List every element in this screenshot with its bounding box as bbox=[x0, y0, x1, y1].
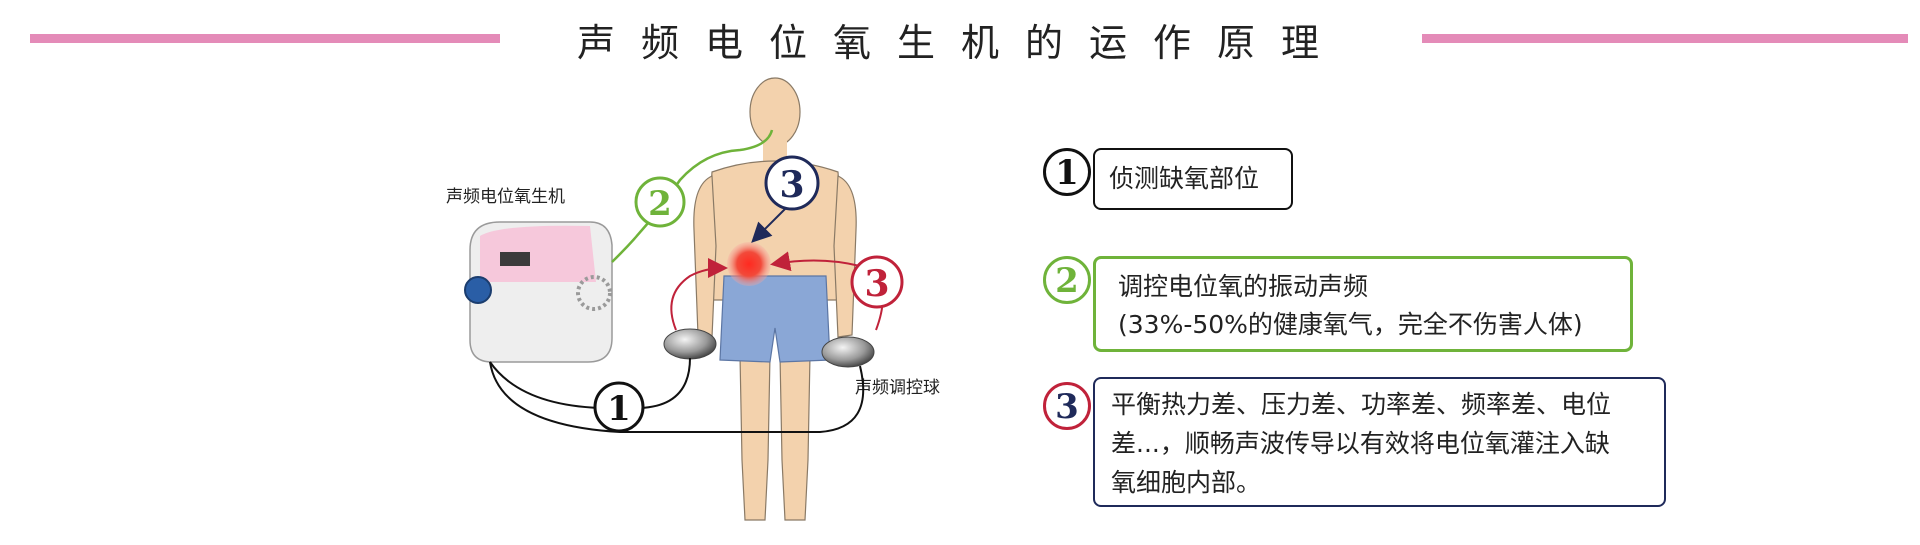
oxygen-tube bbox=[611, 129, 774, 263]
oxygen-deficiency-hotspot bbox=[727, 242, 771, 286]
control-ball-right bbox=[821, 336, 875, 368]
svg-text:3: 3 bbox=[864, 263, 889, 305]
svg-text:1: 1 bbox=[607, 389, 631, 429]
step-3-line-2: 差...，顺畅声波传导以有效将电位氧灌注入缺 bbox=[1111, 429, 1610, 458]
step-1-box: 侦测缺氧部位 bbox=[1093, 148, 1293, 210]
badge-2: 2 bbox=[634, 176, 686, 228]
step-2-number: 2 bbox=[1043, 256, 1091, 304]
step-2-line-1: 调控电位氧的振动声频 bbox=[1118, 272, 1369, 301]
badge-3-red: 3 bbox=[850, 255, 904, 309]
step-3-box: 平衡热力差、压力差、功率差、频率差、电位 差...，顺畅声波传导以有效将电位氧灌… bbox=[1093, 377, 1666, 507]
machine-label: 声频电位氧生机 bbox=[446, 187, 565, 207]
step-3-line-1: 平衡热力差、压力差、功率差、频率差、电位 bbox=[1111, 390, 1612, 419]
step-2-line-2: (33%-50%的健康氧气，完全不伤害人体) bbox=[1118, 310, 1583, 339]
svg-text:2: 2 bbox=[648, 184, 672, 224]
cable-left bbox=[489, 357, 691, 409]
control-ball-label: 声频调控球 bbox=[855, 378, 940, 398]
machine-device bbox=[464, 221, 613, 363]
page-title: 声频电位氧生机的运作原理 bbox=[576, 21, 1345, 65]
human-figure bbox=[693, 77, 857, 521]
step-1-number: 1 bbox=[1043, 148, 1091, 196]
step-3-line-3: 氧细胞内部。 bbox=[1111, 468, 1262, 497]
step-1-line: 侦测缺氧部位 bbox=[1109, 164, 1260, 193]
badge-1: 1 bbox=[593, 381, 645, 433]
header-rule-left bbox=[30, 34, 500, 43]
step-2-box: 调控电位氧的振动声频 (33%-50%的健康氧气，完全不伤害人体) bbox=[1093, 256, 1633, 352]
header-rule-right bbox=[1422, 34, 1908, 43]
step-3-number: 3 bbox=[1043, 382, 1091, 430]
red-arrow-left bbox=[670, 258, 728, 331]
navy-arrow bbox=[751, 207, 787, 243]
badge-3-navy: 3 bbox=[764, 155, 820, 211]
svg-text:3: 3 bbox=[779, 164, 804, 206]
control-ball-left bbox=[663, 328, 717, 360]
